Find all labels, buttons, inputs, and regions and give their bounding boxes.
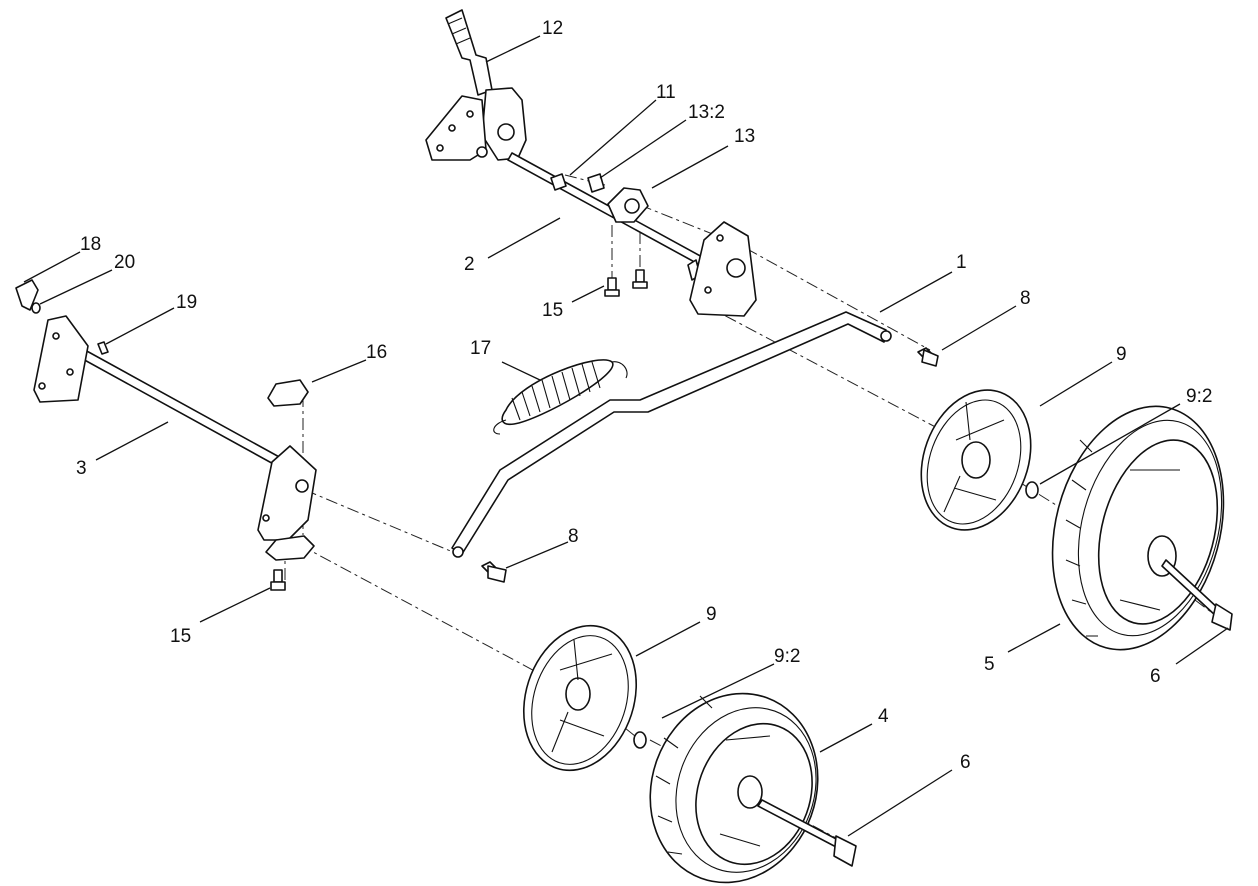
hub-cover-9-front	[522, 624, 638, 772]
right-pivot-bracket	[689, 221, 757, 317]
callout-20: 20	[114, 252, 135, 273]
leader-lines	[23, 35, 1229, 837]
wheel-4	[649, 692, 819, 884]
callout-18: 18	[80, 234, 101, 255]
bolt-15-top	[604, 269, 648, 297]
callout-15-top: 15	[542, 300, 563, 321]
shoulder-bolt-6-right	[1161, 559, 1233, 631]
callout-6-right: 6	[1150, 666, 1161, 687]
callout-4: 4	[878, 706, 889, 727]
callout-1: 1	[956, 252, 967, 273]
washer-9-2-front	[633, 731, 647, 749]
bushing-13-2	[587, 173, 605, 193]
callout-12: 12	[542, 18, 563, 39]
rear-axle-rod	[69, 343, 293, 473]
callout-3: 3	[76, 458, 87, 479]
callout-9-2-rear: 9:2	[1186, 386, 1212, 407]
callout-11: 11	[656, 82, 676, 103]
callout-2: 2	[464, 254, 475, 275]
bolt-8-top	[917, 347, 939, 367]
washer-9-2-rear	[1025, 481, 1039, 499]
callout-9-front: 9	[706, 604, 717, 625]
callout-9-rear: 9	[1116, 344, 1127, 365]
callout-8-top: 8	[1020, 288, 1031, 309]
bracket-16	[267, 379, 309, 407]
callout-19: 19	[176, 292, 197, 313]
callout-5: 5	[984, 654, 995, 675]
wheel-5	[1051, 405, 1225, 651]
bolt-15-low	[270, 569, 286, 591]
callout-6-front: 6	[960, 752, 971, 773]
left-pivot-bracket	[33, 315, 89, 403]
lower-clamp	[265, 535, 315, 561]
washer-20	[31, 302, 41, 314]
callout-16: 16	[366, 342, 387, 363]
extension-spring	[493, 359, 628, 435]
screw-19	[97, 341, 109, 355]
shoulder-bolt-6-front	[757, 799, 857, 867]
connecting-rod	[451, 311, 892, 558]
front-axle-rod	[507, 152, 705, 281]
bolt-8-mid	[481, 561, 507, 583]
bushing-11	[550, 173, 567, 191]
callout-labels: 12 11 13:2 13 2 15 1 8 9 9:2 17 16 18 20…	[76, 18, 1212, 773]
callout-13-2: 13:2	[688, 102, 725, 123]
callout-17: 17	[470, 338, 491, 359]
hub-cover-9-rear	[920, 389, 1032, 531]
callout-9-2-front: 9:2	[774, 646, 800, 667]
clip-18	[15, 279, 39, 311]
callout-13: 13	[734, 126, 755, 147]
pivot-block-13	[607, 187, 649, 223]
height-adjust-lever	[425, 9, 527, 161]
callout-15-low: 15	[170, 626, 191, 647]
rear-center-bracket	[257, 445, 317, 541]
callout-8-mid: 8	[568, 526, 579, 547]
